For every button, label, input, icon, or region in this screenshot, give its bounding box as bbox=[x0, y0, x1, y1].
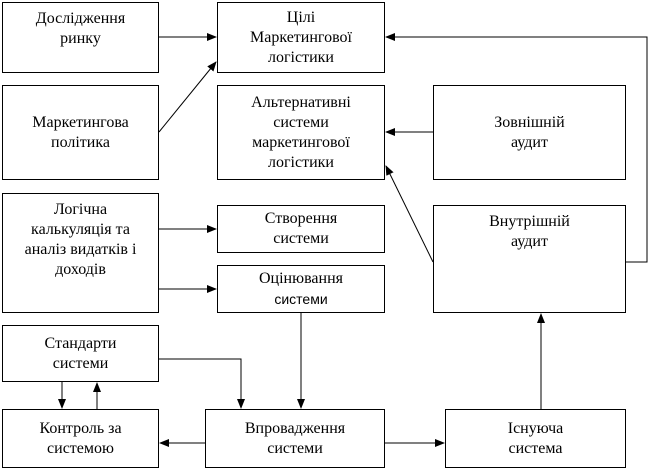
system-standards-box: Стандарти системи bbox=[2, 325, 159, 382]
external-audit-label: Зовнішній аудит bbox=[494, 113, 565, 151]
system-implementation-box: Впровадження системи bbox=[205, 409, 385, 468]
arrow-internal-to-alternatives bbox=[385, 165, 434, 263]
marketing-policy-box: Маркетингова політика bbox=[2, 85, 159, 180]
alternative-systems-box: Альтернативні системи маркетингової логі… bbox=[217, 85, 385, 180]
marketing-policy-label: Маркетингова політика bbox=[32, 113, 129, 151]
system-standards-label: Стандарти системи bbox=[44, 334, 117, 372]
existing-system-box: Існуюча система bbox=[445, 409, 626, 468]
system-evaluation-box: Оцінювання системи bbox=[217, 265, 385, 313]
internal-audit-label: Внутрішній аудит bbox=[489, 213, 570, 250]
external-audit-box: Зовнішній аудит bbox=[433, 85, 626, 180]
system-evaluation-label: Оцінювання bbox=[258, 270, 343, 287]
system-creation-label: Створення системи bbox=[264, 210, 338, 247]
existing-system-label: Існуюча система bbox=[507, 419, 564, 457]
system-control-box: Контроль за системою bbox=[2, 409, 159, 468]
arrow-policy-to-goals bbox=[158, 61, 217, 133]
market-research-label: Дослідження ринку bbox=[35, 10, 126, 47]
cost-calculation-box: Логічна калькуляція та аналіз видатків і… bbox=[2, 193, 159, 313]
system-control-label: Контроль за системою bbox=[39, 419, 122, 457]
market-research-box: Дослідження ринку bbox=[2, 2, 159, 73]
arrow-internal-to-goals bbox=[385, 33, 648, 263]
system-evaluation-sublabel: системи bbox=[274, 291, 328, 307]
goals-box: Цілі Маркетингової логістики bbox=[217, 2, 385, 73]
system-implementation-label: Впровадження системи bbox=[244, 419, 346, 457]
internal-audit-box: Внутрішній аудит bbox=[433, 205, 626, 313]
alternative-systems-label: Альтернативні системи маркетингової логі… bbox=[251, 93, 351, 171]
arrow-standards-to-implementation bbox=[159, 358, 245, 409]
cost-calculation-label: Логічна калькуляція та аналіз видатків і… bbox=[24, 201, 137, 278]
system-creation-box: Створення системи bbox=[217, 205, 385, 253]
goals-label: Цілі Маркетингової логістики bbox=[250, 8, 352, 66]
